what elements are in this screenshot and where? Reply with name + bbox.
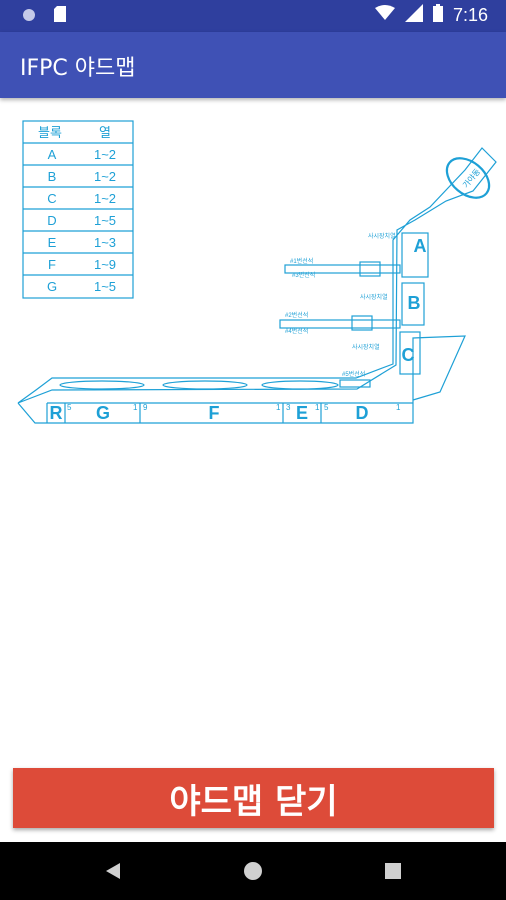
- berth-label-4: #4번선석: [285, 327, 308, 335]
- control-label-a: 사시장치열: [368, 232, 396, 240]
- row-number: 5: [324, 403, 329, 412]
- control-label-b: 사시장치열: [360, 293, 388, 301]
- row-number: 9: [143, 403, 148, 412]
- yard-map: 블록 열 A 1~2 B 1~2 C 1~2 D 1~5 E 1~3 F 1~9…: [0, 110, 506, 440]
- table-cell-row: 1~2: [94, 191, 116, 206]
- block-label-r: R: [50, 403, 63, 423]
- signal-icon: [404, 4, 423, 26]
- row-number: 1: [276, 403, 281, 412]
- row-number: 3: [286, 403, 291, 412]
- block-label-e: E: [296, 403, 308, 423]
- navigation-bar: [0, 842, 506, 900]
- notification-dot-icon: [22, 7, 36, 26]
- battery-icon: [432, 4, 443, 26]
- table-header-block: 블록: [38, 125, 62, 140]
- row-number: 1: [315, 403, 320, 412]
- block-label-a: A: [414, 236, 427, 256]
- sd-card-icon: [54, 6, 66, 26]
- table-cell-block: D: [47, 213, 56, 228]
- table-cell-block: G: [47, 279, 57, 294]
- table-header-row: 열: [99, 125, 111, 140]
- block-table: [22, 120, 134, 299]
- table-cell-row: 1~3: [94, 235, 116, 250]
- table-cell-block: E: [48, 235, 57, 250]
- berth-label-5: #5번선석: [342, 370, 365, 378]
- table-cell-block: A: [48, 147, 57, 162]
- close-yard-map-button[interactable]: 야드맵 닫기: [13, 768, 494, 828]
- block-label-g: G: [96, 403, 110, 423]
- table-cell-row: 1~9: [94, 257, 116, 272]
- back-icon[interactable]: [100, 858, 126, 884]
- block-label-c: C: [402, 345, 415, 365]
- status-time: 7:16: [452, 4, 488, 25]
- row-number: 1: [133, 403, 138, 412]
- table-cell-block: F: [48, 257, 56, 272]
- building-label: 가야동: [460, 166, 482, 189]
- recents-icon[interactable]: [380, 858, 406, 884]
- table-cell-row: 1~5: [94, 213, 116, 228]
- row-number: 1: [396, 403, 401, 412]
- table-cell-block: B: [48, 169, 57, 184]
- table-cell-block: C: [47, 191, 56, 206]
- status-bar: 7:16: [0, 0, 506, 32]
- home-icon[interactable]: [240, 858, 266, 884]
- block-label-b: B: [408, 293, 421, 313]
- table-cell-row: 1~2: [94, 147, 116, 162]
- app-bar: IFPC 야드맵: [0, 32, 506, 98]
- app-title: IFPC 야드맵: [20, 56, 136, 81]
- berth-label-3: #3번선석: [292, 271, 315, 279]
- table-cell-row: 1~5: [94, 279, 116, 294]
- row-number: 5: [67, 403, 72, 412]
- block-label-f: F: [209, 403, 220, 423]
- berth-label-2: #2번선석: [285, 311, 308, 319]
- block-label-d: D: [356, 403, 369, 423]
- control-label-c: 사시장치열: [352, 343, 380, 351]
- table-cell-row: 1~2: [94, 169, 116, 184]
- berth-label-1: #1번선석: [290, 257, 313, 265]
- wifi-icon: [374, 5, 395, 25]
